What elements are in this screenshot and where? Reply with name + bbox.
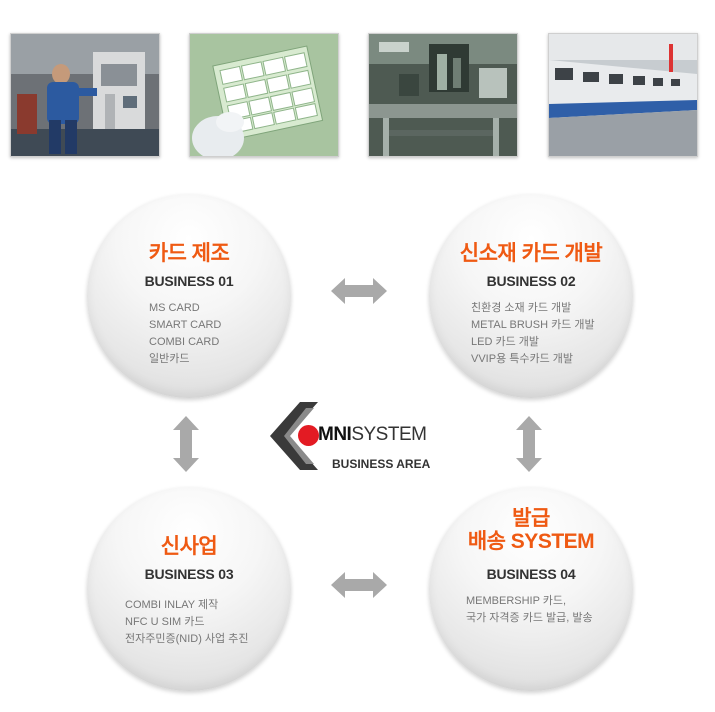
double-arrow-horizontal-icon [331, 278, 387, 304]
list-item: SMART CARD [149, 319, 222, 331]
logo-brand-light: SYSTEM [351, 424, 427, 445]
list-item: 친환경 소재 카드 개발 [471, 302, 572, 314]
photo-strip [0, 0, 715, 170]
logo-wordmark: MNISYSTEM [318, 424, 427, 446]
business-item-list: MEMBERSHIP 카드, 국가 자격증 카드 발급, 발송 [466, 593, 593, 627]
double-arrow-vertical-icon [173, 416, 199, 472]
business-title: 발급 배송 SYSTEM [467, 507, 595, 553]
production-line-photo [548, 33, 698, 157]
business-area-label: BUSINESS AREA [332, 457, 431, 471]
double-arrow-horizontal-icon [331, 572, 387, 598]
logo-brand-bold: MNI [318, 424, 352, 445]
list-item: VVIP용 특수카드 개발 [471, 353, 574, 365]
business-item-list: COMBI INLAY 제작 NFC U SIM 카드 전자주민증(NID) 사… [125, 597, 248, 648]
factory-worker-photo [10, 33, 160, 157]
business-title: 신사업 [160, 535, 218, 558]
list-item: NFC U SIM 카드 [125, 616, 205, 628]
list-item: COMBI INLAY 제작 [125, 599, 219, 611]
omnisystem-logo: MNISYSTEM BUSINESS AREA [270, 402, 450, 472]
list-item: 일반카드 [149, 353, 190, 365]
list-item: MS CARD [149, 302, 200, 314]
list-item: COMBI CARD [149, 336, 220, 348]
business-01-circle: 카드 제조 BUSINESS 01 MS CARD SMART CARD COM… [87, 194, 291, 398]
list-item: 국가 자격증 카드 발급, 발송 [466, 612, 593, 624]
logo-chevron-icon [270, 402, 318, 470]
business-code: BUSINESS 02 [486, 273, 576, 289]
business-03-circle: 신사업 BUSINESS 03 COMBI INLAY 제작 NFC U SIM… [87, 487, 291, 691]
card-sheet-photo [189, 33, 339, 157]
list-item: METAL BRUSH 카드 개발 [471, 319, 595, 331]
logo-red-circle-icon [298, 425, 319, 446]
business-item-list: MS CARD SMART CARD COMBI CARD 일반카드 [149, 300, 221, 368]
machine-interior-photo [368, 33, 518, 157]
list-item: MEMBERSHIP 카드, [466, 595, 567, 607]
business-code: BUSINESS 01 [144, 273, 234, 289]
business-title: 카드 제조 [148, 242, 230, 265]
business-code: BUSINESS 03 [144, 566, 234, 582]
list-item: 전자주민증(NID) 사업 추진 [125, 633, 249, 645]
business-title: 신소재 카드 개발 [459, 242, 603, 265]
business-02-circle: 신소재 카드 개발 BUSINESS 02 친환경 소재 카드 개발 METAL… [429, 194, 633, 398]
business-item-list: 친환경 소재 카드 개발 METAL BRUSH 카드 개발 LED 카드 개발… [471, 300, 595, 368]
business-code: BUSINESS 04 [486, 566, 576, 582]
double-arrow-vertical-icon [516, 416, 542, 472]
business-04-circle: 발급 배송 SYSTEM BUSINESS 04 MEMBERSHIP 카드, … [429, 487, 633, 691]
list-item: LED 카드 개발 [471, 336, 539, 348]
